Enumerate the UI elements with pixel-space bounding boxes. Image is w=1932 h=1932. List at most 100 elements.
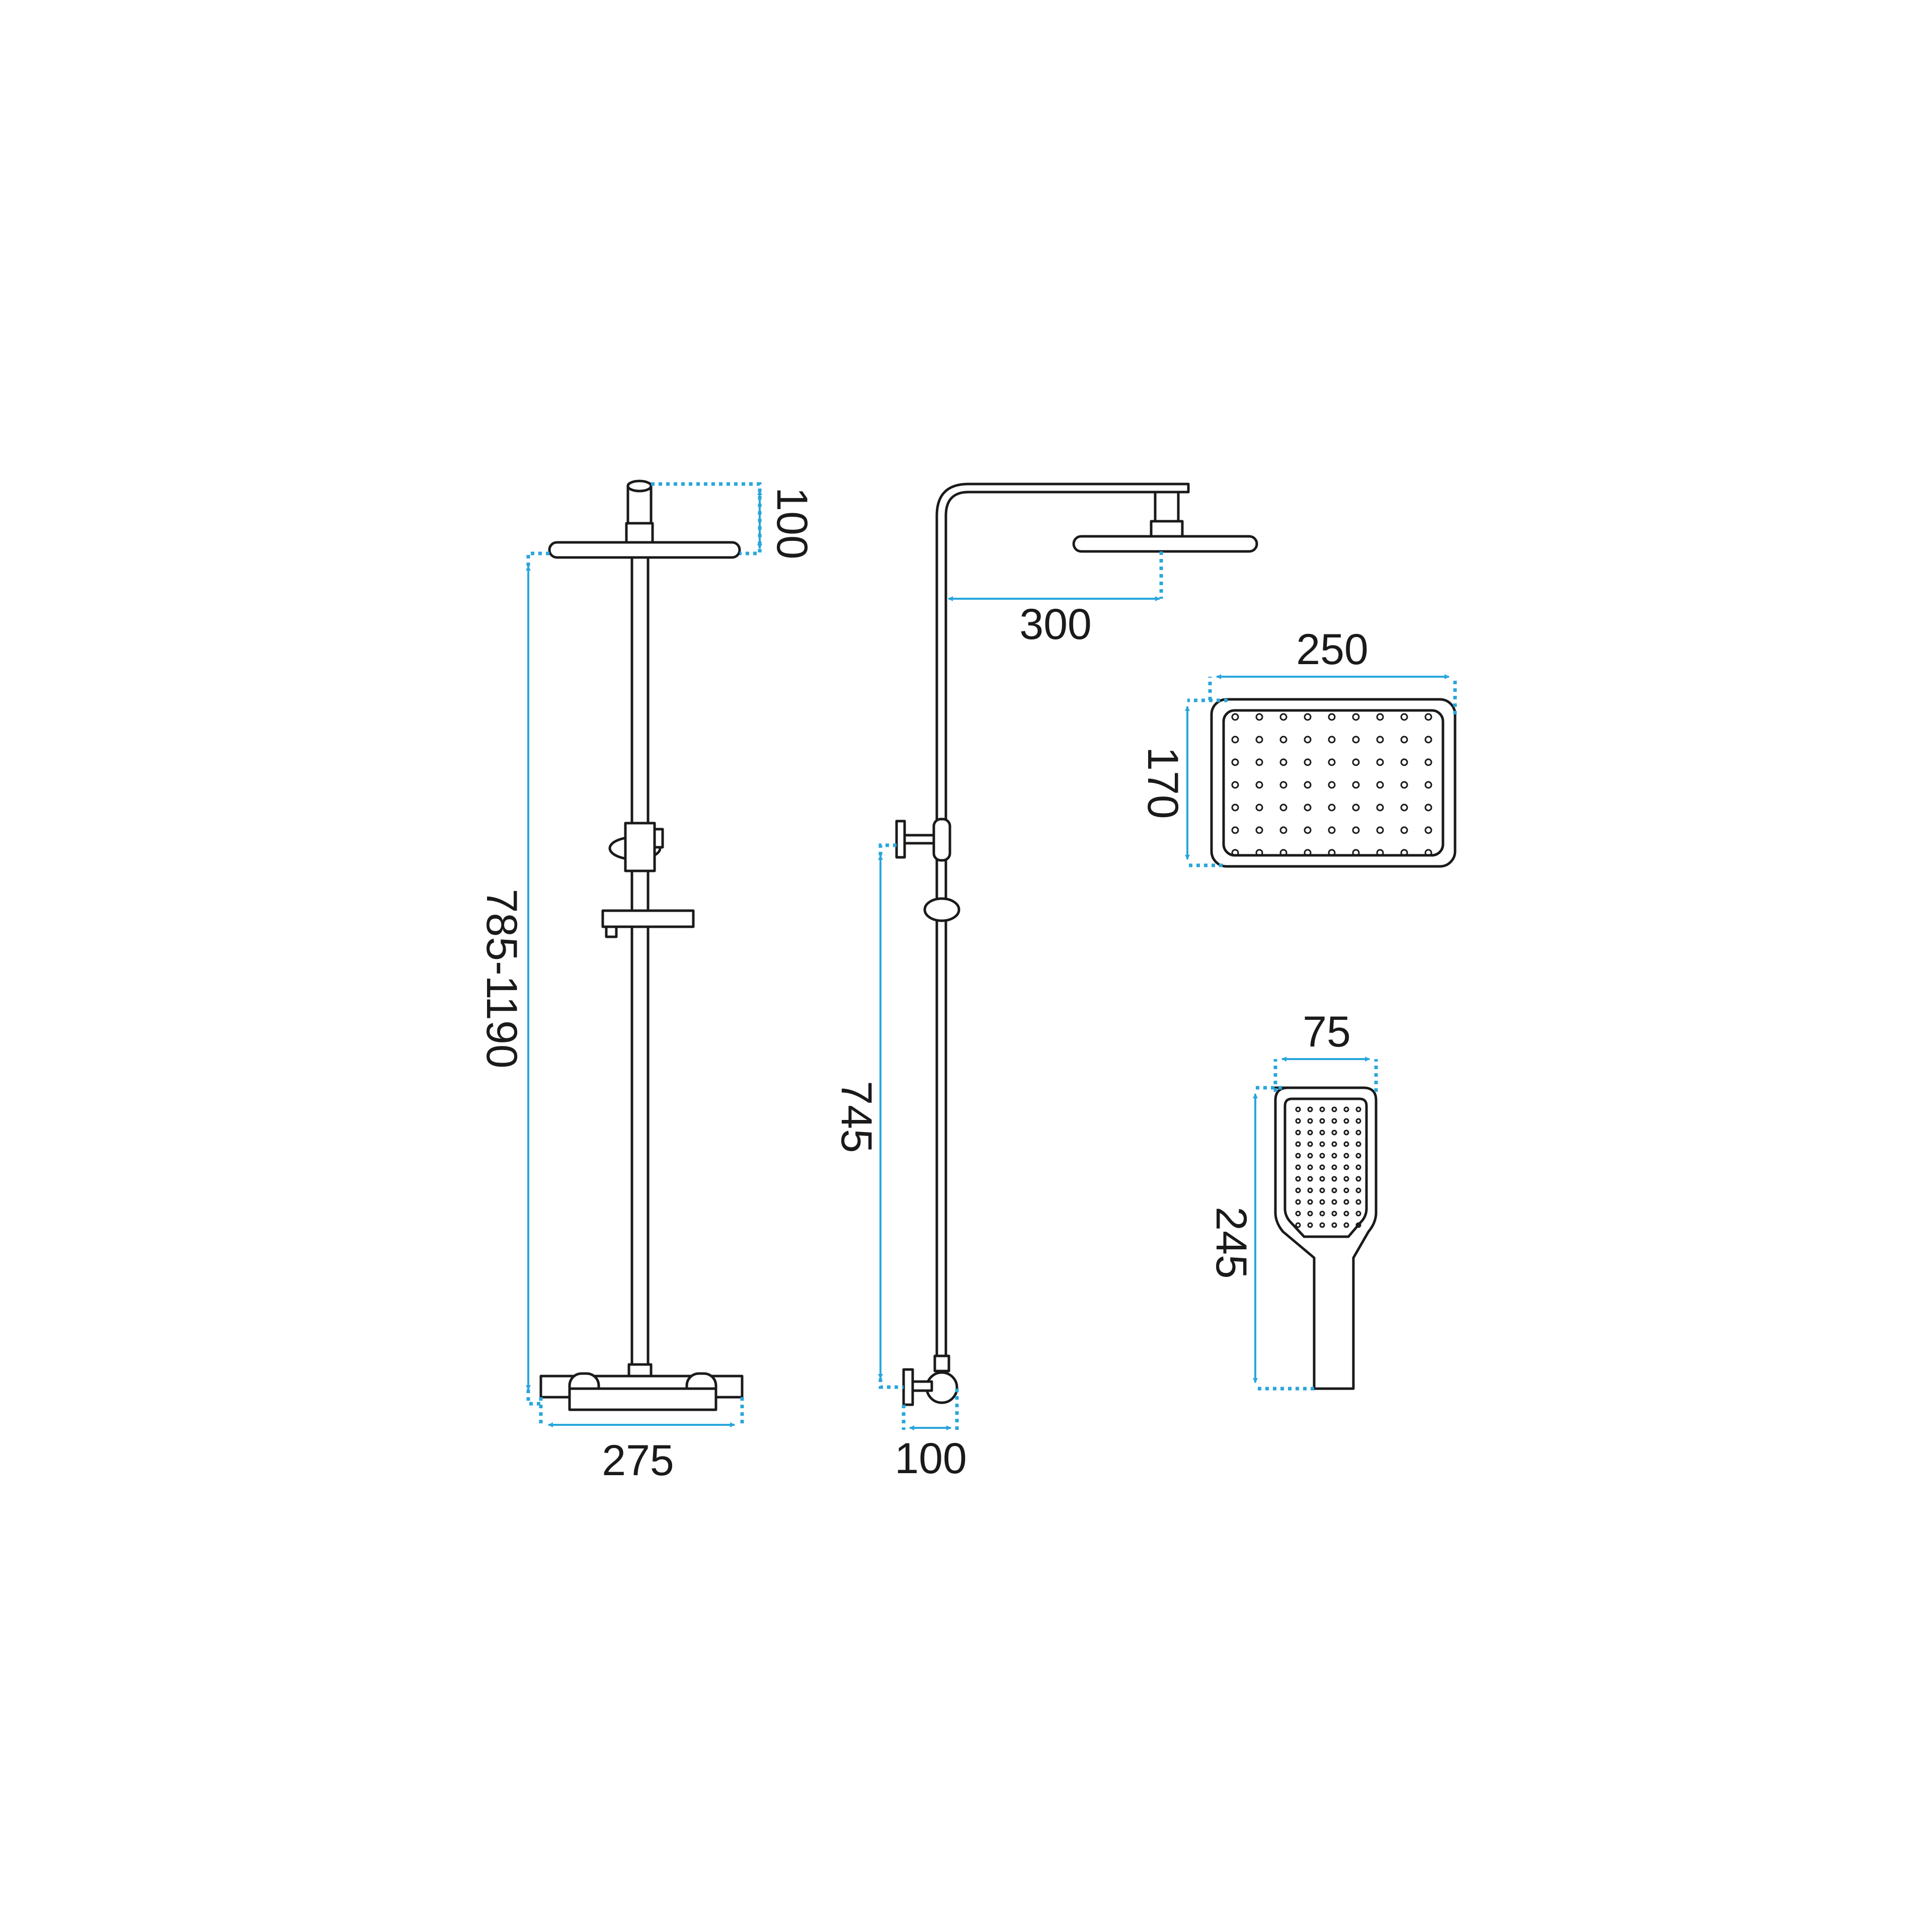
side-valve-handle (902, 1368, 914, 1406)
nozzle-dot (1295, 1153, 1301, 1159)
nozzle-dot (1319, 1164, 1325, 1170)
label-mixer-depth: 100 (895, 1434, 967, 1483)
nozzle-dot (1231, 758, 1239, 766)
nozzle-dot (1319, 1141, 1325, 1147)
nozzle-dot (1295, 1130, 1301, 1136)
nozzle-dot (1331, 1106, 1337, 1112)
label-mixer-height: 745 (832, 1081, 880, 1153)
nozzle-dot (1343, 1153, 1349, 1159)
nozzle-dot (1424, 713, 1432, 721)
dim-mixer-height-bottom-extension (878, 1379, 904, 1389)
overhead-nozzle-grid (1231, 713, 1432, 857)
front-shower-head (548, 541, 741, 559)
nozzle-dot (1279, 826, 1287, 834)
hand-shower-face (1283, 1097, 1368, 1238)
side-head-connector (1154, 491, 1180, 523)
nozzle-dot (1376, 849, 1384, 857)
nozzle-dot (1355, 1222, 1361, 1228)
dim-column-height-top-extension (526, 551, 549, 566)
nozzle-dot (1295, 1106, 1301, 1112)
nozzle-dot (1279, 803, 1287, 812)
nozzle-dot (1255, 713, 1263, 721)
nozzle-dot (1295, 1164, 1301, 1170)
nozzle-dot (1304, 713, 1312, 721)
nozzle-dot (1376, 736, 1384, 744)
nozzle-dot (1231, 826, 1239, 834)
nozzle-dot (1304, 758, 1312, 766)
nozzle-dot (1319, 1211, 1325, 1217)
nozzle-dot (1352, 736, 1360, 744)
front-view (539, 479, 744, 1411)
nozzle-dot (1307, 1222, 1313, 1228)
side-valve-collar (933, 1354, 950, 1373)
overhead-shower-top-view (1210, 698, 1457, 868)
nozzle-dot (1355, 1187, 1361, 1193)
nozzle-dot (1376, 803, 1384, 812)
nozzle-dot (1331, 1199, 1337, 1205)
dim-mixer-depth: 100 (895, 1389, 967, 1483)
nozzle-dot (1424, 736, 1432, 744)
nozzle-dot (1352, 849, 1360, 857)
nozzle-dot (1231, 849, 1239, 857)
nozzle-dot (1255, 803, 1263, 812)
nozzle-dot (1279, 758, 1287, 766)
nozzle-dot (1319, 1222, 1325, 1228)
nozzle-dot (1355, 1199, 1361, 1205)
nozzle-dot (1295, 1187, 1301, 1193)
nozzle-dot (1304, 781, 1312, 789)
label-arm-length: 300 (1019, 600, 1092, 649)
nozzle-dot (1343, 1141, 1349, 1147)
front-slider-knob (653, 828, 664, 849)
nozzle-dot (1331, 1211, 1337, 1217)
label-hand-width: 75 (1303, 1008, 1351, 1056)
nozzle-dot (1307, 1106, 1313, 1112)
nozzle-dot (1331, 1141, 1337, 1147)
nozzle-dot (1328, 713, 1336, 721)
nozzle-dot (1331, 1118, 1337, 1124)
nozzle-dot (1400, 826, 1408, 834)
nozzle-dot (1352, 758, 1360, 766)
nozzle-dot (1376, 781, 1384, 789)
nozzle-dot (1295, 1176, 1301, 1182)
nozzle-dot (1400, 849, 1408, 857)
nozzle-dot (1307, 1164, 1313, 1170)
nozzle-dot (1255, 826, 1263, 834)
nozzle-dot (1343, 1211, 1349, 1217)
nozzle-dot (1279, 849, 1287, 857)
side-holder (923, 897, 960, 922)
nozzle-dot (1295, 1199, 1301, 1205)
nozzle-dot (1328, 826, 1336, 834)
nozzle-dot (1355, 1153, 1361, 1159)
side-valve-stem (910, 1380, 933, 1392)
nozzle-dot (1279, 736, 1287, 744)
nozzle-dot (1295, 1141, 1301, 1147)
label-overhead-width: 250 (1296, 625, 1369, 674)
nozzle-dot (1307, 1118, 1313, 1124)
nozzle-dot (1307, 1130, 1313, 1136)
nozzle-dot (1255, 849, 1263, 857)
nozzle-dot (1355, 1130, 1361, 1136)
nozzle-dot (1355, 1118, 1361, 1124)
label-column-height: 785-1190 (477, 889, 526, 1068)
nozzle-dot (1343, 1176, 1349, 1182)
nozzle-dot (1352, 803, 1360, 812)
nozzle-dot (1328, 758, 1336, 766)
dim-mixer-height-top-extension (878, 843, 897, 855)
side-slider-knob (895, 820, 906, 859)
dim-column-height: 785-1190 (477, 551, 549, 1406)
side-riser-arm (935, 482, 1190, 1371)
nozzle-dot (1424, 758, 1432, 766)
dim-overhead-depth: 170 (1139, 698, 1228, 867)
dim-head-offset: 100 (651, 482, 816, 559)
nozzle-dot (1331, 1130, 1337, 1136)
nozzle-dot (1352, 781, 1360, 789)
nozzle-dot (1231, 781, 1239, 789)
nozzle-dot (1343, 1199, 1349, 1205)
nozzle-dot (1319, 1118, 1325, 1124)
nozzle-dot (1279, 713, 1287, 721)
nozzle-dot (1319, 1106, 1325, 1112)
nozzle-dot (1295, 1211, 1301, 1217)
nozzle-dot (1355, 1164, 1361, 1170)
side-view (895, 482, 1258, 1406)
